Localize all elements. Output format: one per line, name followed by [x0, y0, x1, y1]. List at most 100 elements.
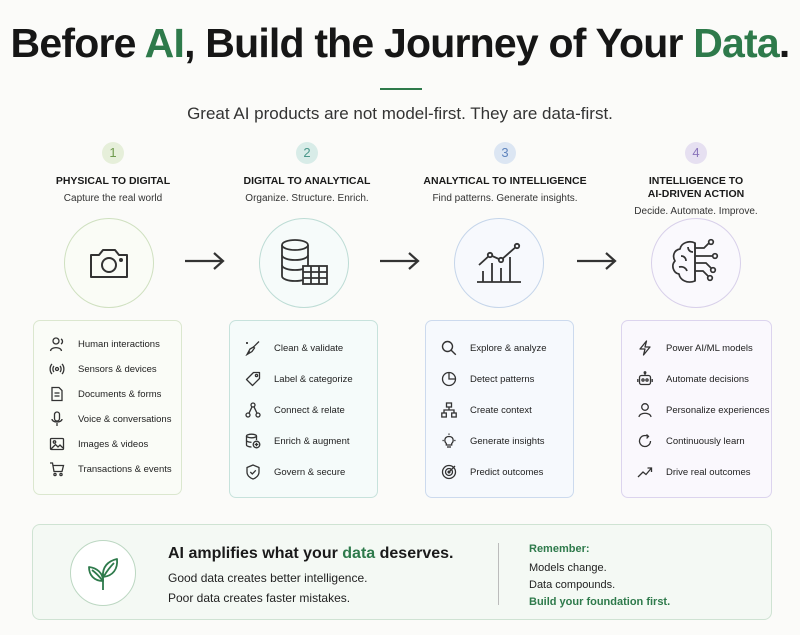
stage-1-badge: 1 [102, 142, 124, 164]
flow-arrow-1 [185, 252, 225, 270]
tag-icon [244, 370, 262, 388]
refresh-icon [636, 432, 654, 450]
stage-4-subtitle: Decide. Automate. Improve. [634, 206, 758, 217]
stage-3-title: ANALYTICAL TO INTELLIGENCE [423, 175, 587, 187]
user-icon [48, 335, 66, 353]
microphone-icon [48, 410, 66, 428]
list-item: Personalize experiences [636, 401, 770, 419]
item-label: Enrich & augment [274, 435, 350, 447]
stage-4-title-line1: INTELLIGENCE TO [648, 175, 744, 187]
list-item: Generate insights [440, 432, 544, 450]
image-icon [48, 435, 66, 453]
list-item: Detect patterns [440, 370, 534, 388]
item-label: Images & videos [78, 438, 149, 450]
item-label: Explore & analyze [470, 342, 547, 354]
title-part-ai: AI [144, 20, 185, 66]
nodes-icon [244, 401, 262, 419]
pie-chart-icon [440, 370, 458, 388]
remember-title: Remember: [529, 543, 590, 555]
bottom-line-2: Poor data creates faster mistakes. [168, 591, 351, 605]
document-icon [48, 385, 66, 403]
list-item: Voice & conversations [48, 410, 171, 428]
item-label: Generate insights [470, 435, 545, 447]
robot-icon [636, 370, 654, 388]
item-label: Transactions & events [78, 463, 172, 475]
stage-3-header: 3 ANALYTICAL TO INTELLIGENCE Find patter… [407, 142, 603, 204]
hierarchy-icon [440, 401, 458, 419]
item-label: Documents & forms [78, 388, 162, 400]
headline-part-1: AI amplifies what your [168, 545, 343, 562]
stage-1-header: 1 PHYSICAL TO DIGITAL Capture the real w… [15, 142, 211, 204]
remember-line-2: Data compounds. [529, 579, 616, 591]
title-part-data: Data [693, 20, 779, 66]
database-table-icon [281, 239, 328, 285]
stage-2-icon-circle [259, 218, 349, 308]
sensor-icon [48, 360, 66, 378]
stage-2-subtitle: Organize. Structure. Enrich. [245, 193, 369, 204]
item-label: Predict outcomes [470, 466, 544, 478]
stage-2-header: 2 DIGITAL TO ANALYTICAL Organize. Struct… [209, 142, 405, 204]
list-item: Sensors & devices [48, 360, 157, 378]
stage-3-badge: 3 [494, 142, 516, 164]
stage-1-icon-circle [64, 218, 154, 308]
stage-1-card: Human interactions Sensors & devices Doc… [33, 320, 182, 495]
list-item: Transactions & events [48, 460, 172, 478]
item-label: Automate decisions [666, 373, 749, 385]
database-plus-icon [244, 432, 262, 450]
headline-part-2: deserves. [375, 545, 454, 562]
growth-chart-icon [477, 242, 521, 283]
item-label: Continuously learn [666, 435, 745, 447]
title-part-1: Before [10, 20, 145, 66]
list-item: Enrich & augment [244, 432, 350, 450]
headline-part-data: data [342, 545, 376, 562]
page-title: Before AI, Build the Journey of Your Dat… [0, 20, 800, 67]
shield-check-icon [244, 463, 262, 481]
list-item: Human interactions [48, 335, 160, 353]
list-item: Continuously learn [636, 432, 745, 450]
lightning-icon [636, 339, 654, 357]
stage-3-subtitle: Find patterns. Generate insights. [432, 193, 578, 204]
item-label: Create context [470, 404, 532, 416]
list-item: Automate decisions [636, 370, 749, 388]
remember-line-1: Models change. [529, 562, 607, 574]
stage-4-title-line2: AI-DRIVEN ACTION [647, 188, 745, 200]
stage-4-badge: 4 [685, 142, 707, 164]
item-label: Human interactions [78, 338, 160, 350]
stage-2-badge: 2 [296, 142, 318, 164]
camera-icon [90, 249, 128, 278]
title-part-2: , Build the Journey of Your [184, 20, 694, 66]
stage-3-card: Explore & analyze Detect patterns Create… [425, 320, 574, 498]
list-item: Label & categorize [244, 370, 353, 388]
stage-4-icon-circle [651, 218, 741, 308]
title-part-end: . [778, 20, 790, 66]
item-label: Clean & validate [274, 342, 344, 354]
item-label: Govern & secure [274, 466, 346, 478]
bottom-message-panel: AI amplifies what your data deserves. Go… [32, 524, 772, 620]
stage-3-icon-circle [454, 218, 544, 308]
item-label: Detect patterns [470, 373, 535, 385]
list-item: Drive real outcomes [636, 463, 750, 481]
magnifier-icon [440, 339, 458, 357]
list-item: Connect & relate [244, 401, 345, 419]
broom-icon [244, 339, 262, 357]
list-item: Create context [440, 401, 532, 419]
list-item: Govern & secure [244, 463, 345, 481]
item-label: Label & categorize [274, 373, 353, 385]
bottom-line-1: Good data creates better intelligence. [168, 571, 368, 585]
flow-arrow-3 [577, 252, 617, 270]
item-label: Connect & relate [274, 404, 345, 416]
leaf-badge [70, 540, 136, 606]
item-label: Drive real outcomes [666, 466, 751, 478]
flow-arrow-2 [380, 252, 420, 270]
remember-line-3: Build your foundation first. [529, 596, 671, 608]
item-label: Sensors & devices [78, 363, 157, 375]
item-label: Personalize experiences [666, 404, 770, 416]
stage-2-card: Clean & validate Label & categorize Conn… [229, 320, 378, 498]
target-icon [440, 463, 458, 481]
list-item: Clean & validate [244, 339, 343, 357]
title-divider [380, 88, 422, 90]
page-subtitle: Great AI products are not model-first. T… [187, 104, 613, 123]
bottom-divider [498, 543, 499, 605]
